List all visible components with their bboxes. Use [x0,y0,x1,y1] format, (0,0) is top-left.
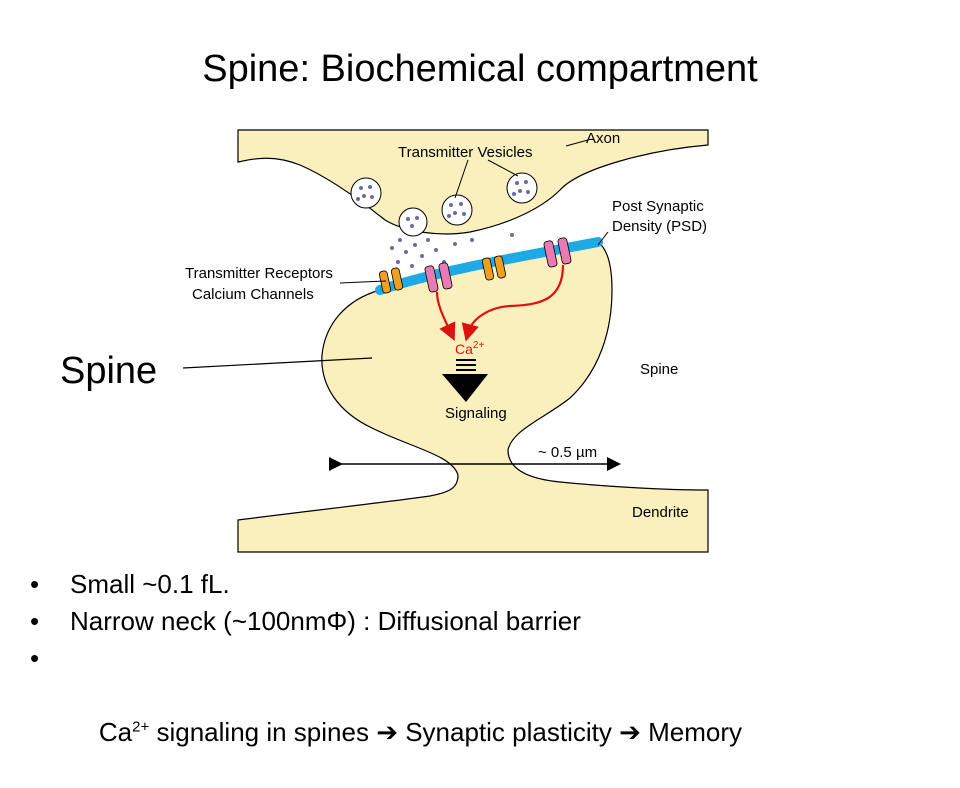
bullet-item: • Small ~0.1 fL. [30,566,742,603]
vesicle-1 [350,177,382,209]
spine-small-label: Spine [640,361,678,378]
vesicle-2 [441,194,473,226]
vesicle-releasing [398,207,428,237]
right-arrow-icon: ➔ [619,717,641,747]
bullet-dot: • [30,569,40,599]
signaling-label: Signaling [445,405,507,422]
slide-title: Spine: Biochemical compartment [202,48,758,90]
bullet-text: Small ~0.1 fL. [70,569,230,599]
channel-1 [378,267,404,294]
vesicle-3 [506,172,538,204]
bullet-text-part3: Memory [640,717,742,747]
vesicles-pointer-1 [454,159,469,199]
axon-pointer [565,139,589,147]
bullet-ca-text: Ca [98,717,133,747]
right-arrow-icon: ➔ [376,717,398,747]
bullet-item: • Ca2+ signaling in spines ➔ Synaptic pl… [30,640,742,747]
psd-pointer [597,231,609,246]
spine-big-label: Spine [60,350,157,392]
spine-diagram: Axon Transmitter Vesicles Post Synaptic … [60,129,709,553]
spine-body [237,241,709,553]
vesicles-label: Transmitter Vesicles [398,144,532,161]
bullet-dot: • [30,606,40,636]
ca-influx-arrow-right [461,264,565,342]
scale-label: ~ 0.5 µm [538,444,597,461]
bullet-text-part1: signaling in spines [149,717,377,747]
ca-influx-arrow-left [435,291,456,341]
dendrite-label: Dendrite [632,504,689,521]
vesicles-pointer-2 [487,159,519,177]
ca-label: Ca2+ [455,340,484,357]
bullet-text: Narrow neck (~100nmΦ) : Diffusional barr… [70,606,581,636]
channels-label: Calcium Channels [192,286,314,303]
bullet-ca-superscript: 2+ [132,718,150,736]
bullet-dot: • [30,643,40,673]
bullet-list: • Small ~0.1 fL. • Narrow neck (~100nmΦ)… [30,566,742,747]
bullet-text-part2: Synaptic plasticity [397,717,620,747]
receptor-2 [543,237,572,268]
receptors-pointer [339,280,387,284]
spine-pointer [182,357,373,369]
axon-terminal [237,129,709,235]
receptors-label: Transmitter Receptors [185,265,333,282]
axon-label: Axon [586,130,620,147]
bullet-item: • Narrow neck (~100nmΦ) : Diffusional ba… [30,603,742,640]
psd-label-line1: Post Synaptic [612,198,704,215]
signaling-triangle-icon [442,374,488,402]
receptor-1 [424,262,453,293]
psd-label-line2: Density (PSD) [612,218,707,235]
channel-2 [481,255,507,281]
